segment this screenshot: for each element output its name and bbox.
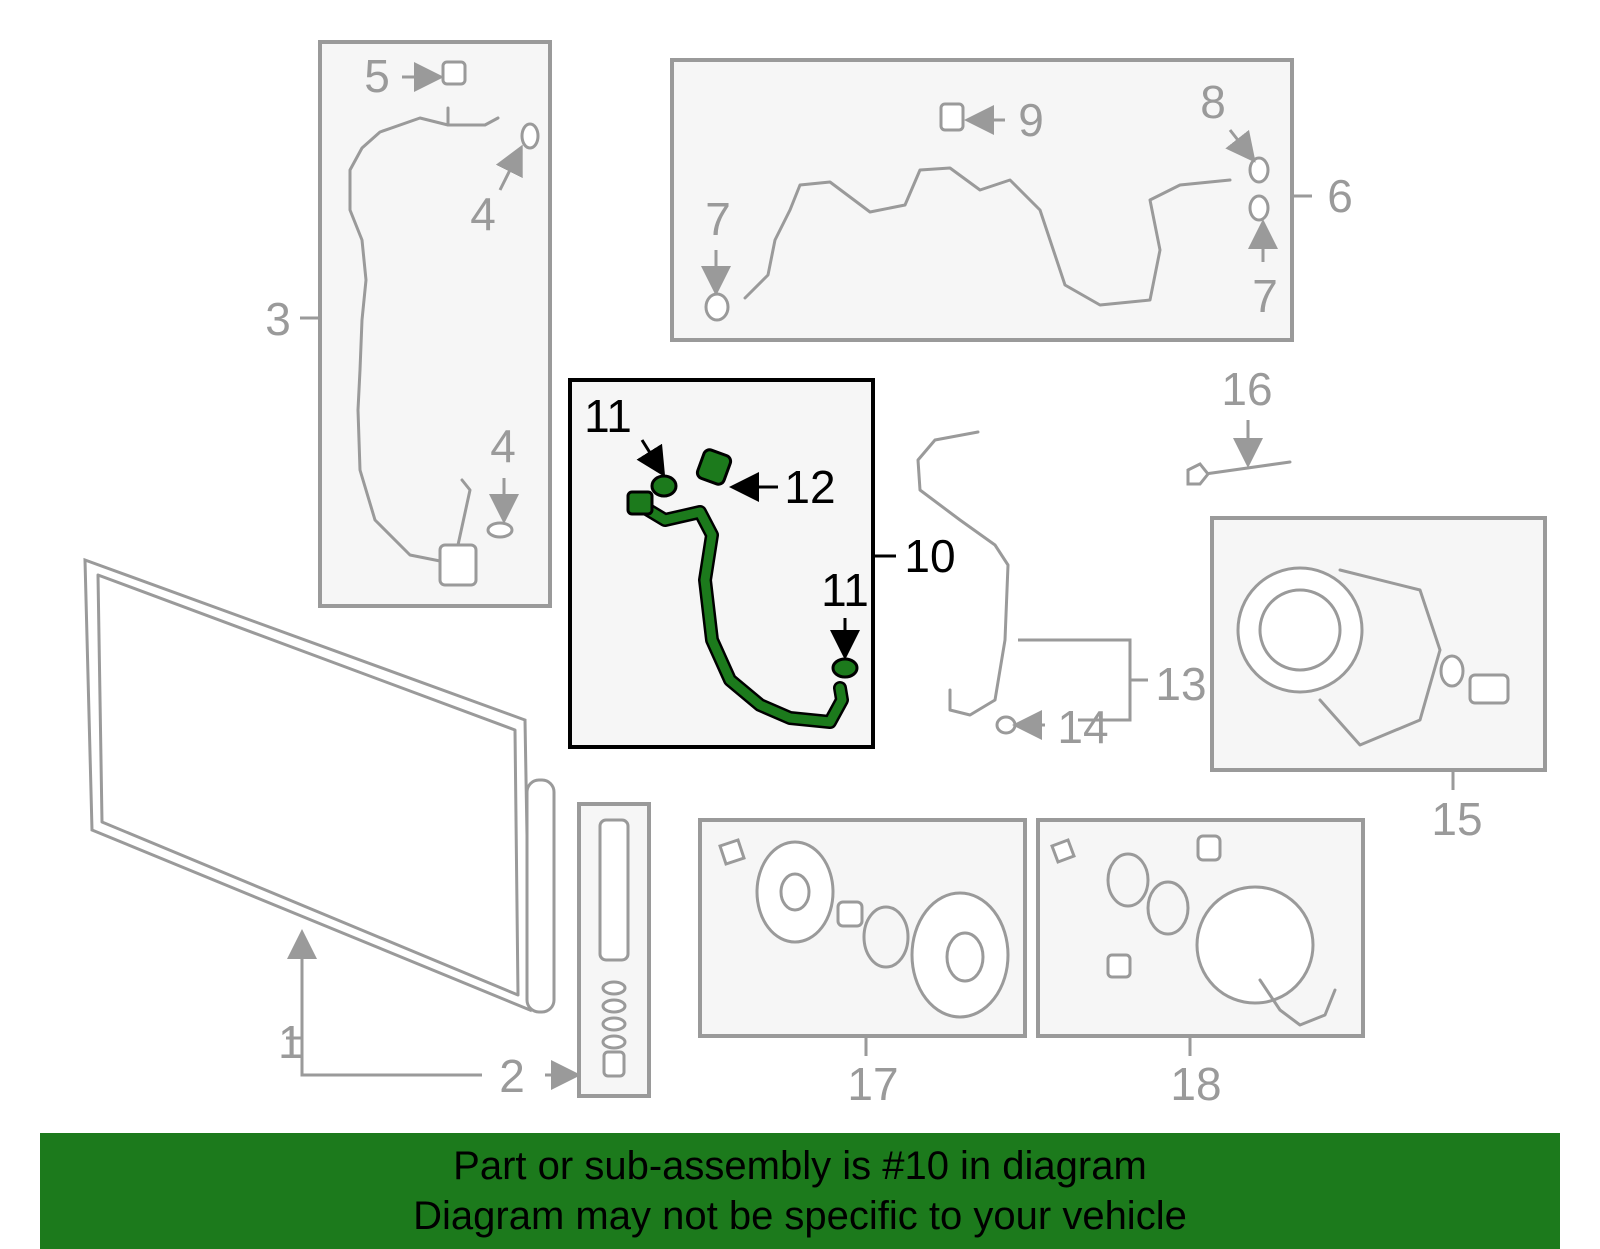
callout-11-bottom: 11: [821, 564, 869, 616]
o-ring-icon: [520, 122, 540, 150]
info-banner: Part or sub-assembly is #10 in diagram D…: [40, 1133, 1560, 1249]
callout-1: 1: [278, 1016, 304, 1068]
callout-2: 2: [499, 1050, 525, 1102]
callout-12: 12: [784, 461, 835, 513]
callout-7-left: 7: [705, 193, 731, 245]
callout-8: 8: [1200, 76, 1226, 128]
o-ring-icon: [1248, 156, 1270, 184]
part-17-clutch-group: [698, 818, 1027, 1038]
part-13-pipe-group: [916, 430, 1017, 735]
part-16-bolt: [1186, 460, 1292, 486]
callout-10: 10: [904, 530, 955, 582]
callout-3: 3: [265, 293, 291, 345]
callout-15: 15: [1431, 793, 1482, 845]
o-ring-icon: [995, 715, 1017, 735]
o-ring-icon: [486, 521, 514, 539]
callout-4-top: 4: [470, 188, 496, 240]
callout-6: 6: [1327, 170, 1353, 222]
banner-line-2: Diagram may not be specific to your vehi…: [413, 1194, 1187, 1238]
callout-18: 18: [1170, 1058, 1221, 1110]
cap-icon: [441, 60, 467, 86]
bolt-icon: [1106, 953, 1132, 979]
part-6-suction-line-group: [670, 58, 1294, 342]
bolt-icon: [718, 838, 746, 866]
callout-9: 9: [1018, 94, 1044, 146]
part-15-compressor-group: [1210, 516, 1547, 772]
part-1-condenser-group: [83, 557, 556, 1014]
cap-icon: [939, 102, 965, 132]
callout-5: 5: [364, 50, 390, 102]
callout-11-top: 11: [584, 390, 632, 442]
o-ring-icon: [1248, 194, 1270, 222]
o-ring-icon: [1439, 654, 1465, 688]
callout-13: 13: [1155, 658, 1206, 710]
valve-icon: [1468, 673, 1510, 705]
callout-16: 16: [1221, 363, 1272, 415]
bolt-icon: [1050, 838, 1076, 864]
leader-lines: [286, 62, 1455, 1090]
callout-7-right: 7: [1252, 270, 1278, 322]
part-3-discharge-line-group: [318, 40, 552, 608]
part-10-hose-group: [568, 378, 875, 749]
o-ring-icon: [650, 474, 678, 498]
bolt-icon: [1186, 462, 1210, 486]
callout-14: 14: [1057, 701, 1108, 753]
o-ring-icon: [704, 292, 730, 322]
callout-4-bottom: 4: [490, 420, 516, 472]
part-18-coil-group: [1036, 818, 1365, 1038]
callout-17: 17: [847, 1058, 898, 1110]
pressure-switch-icon: [695, 448, 733, 486]
part-2-dryer-kit-group: [577, 802, 651, 1098]
o-ring-icon: [831, 657, 859, 679]
bolt-icon: [1196, 834, 1222, 862]
banner-line-1: Part or sub-assembly is #10 in diagram: [453, 1144, 1147, 1188]
